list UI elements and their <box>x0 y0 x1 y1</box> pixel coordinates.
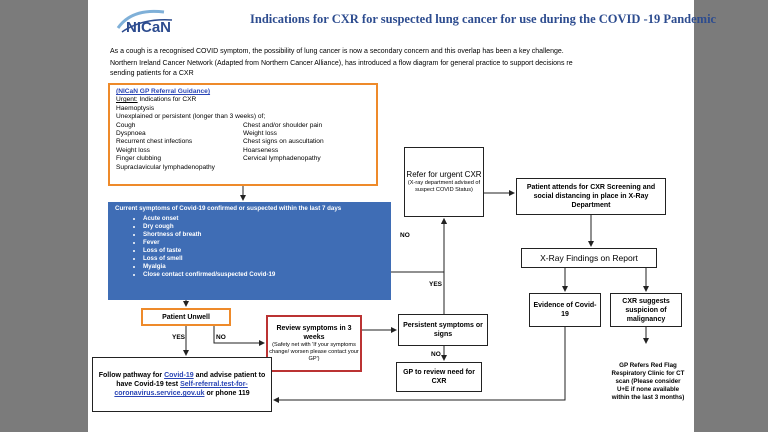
label-no-left: NO <box>216 334 226 341</box>
follow-part2: and advise patient to have Covid-19 test <box>116 372 266 388</box>
referral-heading[interactable]: (NICaN GP Referral Guidance) <box>116 88 211 95</box>
red-flag-referral-box: GP Refers Red Flag Respiratory Clinic fo… <box>610 345 686 419</box>
persistent-symptoms-box: Persistent symptoms or signs <box>398 314 488 346</box>
follow-part3: or phone 119 <box>204 390 250 397</box>
evidence-covid-box: Evidence of Covid-19 <box>529 293 601 327</box>
list-item: Recurrent chest infections <box>116 138 193 146</box>
list-item: Weight loss <box>243 130 277 138</box>
flow-connectors <box>183 186 649 403</box>
self-referral-link[interactable]: Self-referral.test-for-coronavirus.servi… <box>114 381 248 397</box>
haemoptysis: Haemoptysis <box>116 104 155 112</box>
list-item: Acute onset <box>143 215 384 223</box>
intro-line-3: sending patients for a CXR <box>110 70 194 77</box>
right-symptom-column: Chest and/or shoulder pain Weight loss C… <box>243 122 370 172</box>
covid-symptoms-box: Current symptoms of Covid-19 confirmed o… <box>108 202 391 300</box>
review-symptoms-box: Review symptoms in 3 weeks (Safety net w… <box>266 315 362 372</box>
label-no-persist: NO <box>431 351 441 358</box>
xray-label: X-Ray Findings on Report <box>540 252 638 263</box>
intro-line-1: As a cough is a recognised COVID symptom… <box>110 48 564 55</box>
patient-unwell-label: Patient Unwell <box>162 313 210 321</box>
page-title: Indications for CXR for suspected lung c… <box>250 12 717 26</box>
redflag-label: GP Refers Red Flag Respiratory Clinic fo… <box>611 362 685 401</box>
list-item: Dyspnoea <box>116 130 146 138</box>
follow-pathway-box: Follow pathway for Covid-19 and advise p… <box>92 357 272 412</box>
list-item: Cervical lymphadenopathy <box>243 155 321 163</box>
symptom-columns: Cough Dyspnoea Recurrent chest infection… <box>116 122 370 172</box>
xray-findings-box: X-Ray Findings on Report <box>521 248 657 268</box>
patient-attends-box: Patient attends for CXR Screening and so… <box>516 178 666 215</box>
list-item: Shortness of breath <box>143 231 384 239</box>
list-item: Supraclavicular lymphadenopathy <box>116 163 215 171</box>
cxr-suspicion-box: CXR suggests suspicion of malignancy <box>610 293 682 327</box>
covid-heading: Current symptoms of Covid-19 confirmed o… <box>115 205 342 212</box>
list-item: Loss of taste <box>143 247 384 255</box>
label-no-mid: NO <box>400 232 410 239</box>
refer-urgent-cxr-box: Refer for urgent CXR (X-ray department a… <box>404 147 484 217</box>
attends-label: Patient attends for CXR Screening and so… <box>526 184 656 209</box>
gp-review-label: GP to review need for CXR <box>403 369 475 385</box>
review-main: Review symptoms in 3 weeks <box>276 325 352 341</box>
patient-unwell-box: Patient Unwell <box>141 308 231 326</box>
referral-guidance-box: (NICaN GP Referral Guidance) Urgent: Ind… <box>108 83 378 186</box>
arrow-unwell-no-to-review <box>213 326 265 346</box>
persistent-label: Persistent symptoms or signs <box>403 322 483 338</box>
urgent-line: Urgent: Indications for CXR <box>116 96 370 104</box>
list-item: Finger clubbing <box>116 155 162 163</box>
list-item: Chest and/or shoulder pain <box>243 121 323 129</box>
list-item: Myalgia <box>143 263 384 271</box>
unexplained-line: Unexplained or persistent (longer than 3… <box>116 113 266 121</box>
list-item: Chest signs on auscultation <box>243 138 324 146</box>
list-item: Loss of smell <box>143 255 384 263</box>
follow-text: Follow pathway for Covid-19 and advise p… <box>93 371 271 398</box>
urgent-text: Indications for CXR <box>137 96 197 104</box>
nican-logo: NICaN <box>116 9 173 36</box>
intro-line-2: Northern Ireland Cancer Network (Adapted… <box>110 60 573 67</box>
arrow-covid-no-to-urgent <box>391 218 447 273</box>
left-symptom-column: Cough Dyspnoea Recurrent chest infection… <box>116 122 243 172</box>
list-item: Fever <box>143 239 384 247</box>
list-item: Cough <box>116 121 136 129</box>
label-yes-left: YES <box>172 334 186 341</box>
follow-part1: Follow pathway for <box>98 372 165 379</box>
review-sub: (Safety net with 'If your symptoms chang… <box>269 342 359 362</box>
label-yes-mid: YES <box>429 281 443 288</box>
list-item: Weight loss <box>116 146 150 154</box>
gp-review-box: GP to review need for CXR <box>396 362 482 392</box>
document-page: NICaN Indications for CXR for suspected … <box>88 0 717 432</box>
arrow-evidence-to-follow <box>273 327 566 403</box>
covid-19-link[interactable]: Covid-19 <box>164 372 194 379</box>
urgent-sub: (X-ray department advised of suspect COV… <box>407 180 481 193</box>
list-item: Hoarseness <box>243 146 279 154</box>
evidence-label: Evidence of Covid-19 <box>533 302 597 318</box>
list-item: Dry cough <box>143 223 384 231</box>
suspicion-label: CXR suggests suspicion of malignancy <box>622 297 670 323</box>
list-item: Close contact confirmed/suspected Covid-… <box>143 271 384 279</box>
urgent-main: Refer for urgent CXR <box>406 170 482 179</box>
logo-text: NICaN <box>126 19 171 36</box>
urgent-label: Urgent: <box>116 96 138 104</box>
covid-symptom-list: Acute onset Dry cough Shortness of breat… <box>115 215 384 279</box>
